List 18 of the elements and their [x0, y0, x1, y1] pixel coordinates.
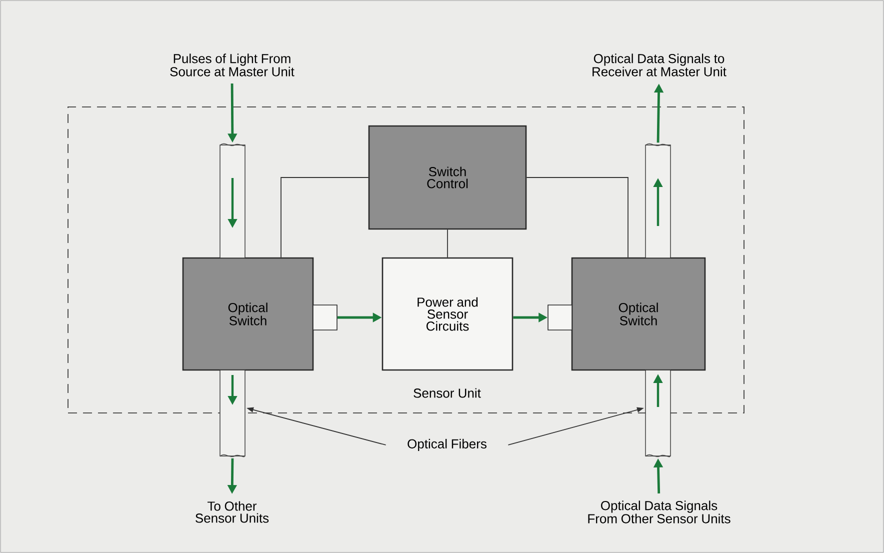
- caption-text: Optical Data Signals From Other Sensor Units: [588, 500, 730, 524]
- component-box: Optical Switch: [182, 257, 314, 371]
- port-box: [312, 304, 338, 330]
- component-box: Power and Sensor Circuits: [382, 257, 514, 371]
- optical-fiber: [645, 143, 671, 258]
- caption-text: To Other Sensor Units: [196, 501, 269, 523]
- optical-fiber: [220, 143, 246, 258]
- caption-text: Pulses of Light From Source at Master Unit: [170, 54, 294, 76]
- component-box: Switch Control: [368, 125, 527, 230]
- caption-text: Optical Data Signals to Receiver at Master Unit: [592, 54, 726, 76]
- connector-line: [526, 177, 628, 258]
- optical-fiber: [220, 370, 246, 458]
- caption-text: Optical Fibers: [408, 438, 486, 452]
- connector-line: [447, 229, 448, 258]
- component-box: Optical Switch: [571, 257, 706, 371]
- connector-line: [280, 177, 369, 258]
- optical-fiber: [645, 370, 671, 458]
- port-box: [548, 304, 572, 330]
